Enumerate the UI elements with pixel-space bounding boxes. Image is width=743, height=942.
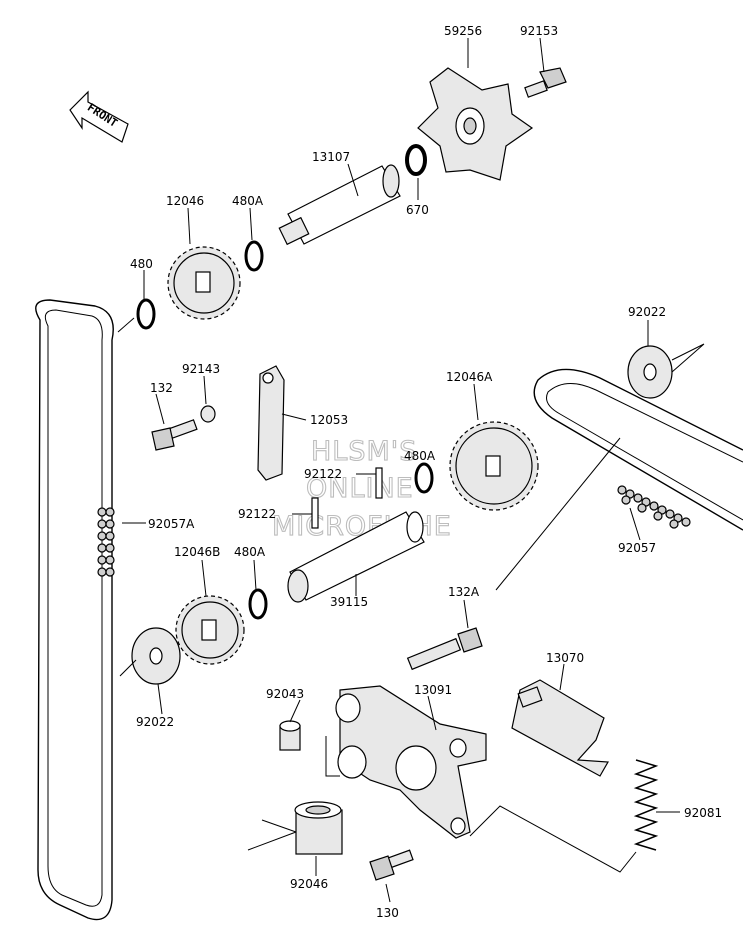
bracket-13091: [335, 685, 487, 839]
label-92153: 92153: [520, 24, 558, 38]
shaft-39115: [287, 511, 425, 603]
label-12046B: 12046B: [174, 545, 220, 559]
label-13107: 13107: [312, 150, 350, 164]
watermark-line-2: ONLINE: [306, 473, 414, 504]
label-92022-bottom: 92022: [136, 715, 174, 729]
label-480A-top: 480A: [232, 194, 264, 208]
chain-link-92057A: [97, 507, 115, 577]
sprocket-12046: [167, 246, 241, 320]
label-92143: 92143: [182, 362, 220, 376]
label-480: 480: [130, 257, 153, 271]
label-92043: 92043: [266, 687, 304, 701]
label-132A: 132A: [448, 585, 480, 599]
label-92122-b: 92122: [238, 507, 276, 521]
shaft-13107: [278, 164, 401, 246]
bolt-92153: [524, 67, 567, 98]
label-92057: 92057: [618, 541, 656, 555]
label-670: 670: [406, 203, 429, 217]
sprocket-12046B: [175, 595, 245, 665]
chain-link-92057: [617, 485, 691, 529]
sprocket-59256: [417, 67, 534, 181]
label-12046: 12046: [166, 194, 204, 208]
label-13091: 13091: [414, 683, 452, 697]
front-arrow: FRONT: [69, 90, 129, 143]
label-130: 130: [376, 906, 399, 920]
washer-92022-bottom: [131, 627, 181, 685]
sprocket-12046A: [449, 421, 539, 511]
tensioner-arm-12053: [257, 365, 285, 481]
label-92046: 92046: [290, 877, 328, 891]
washer-92022-top: [627, 345, 673, 399]
circlip-480A-top: [244, 240, 264, 272]
label-132: 132: [150, 381, 173, 395]
circlip-480A-mid: [414, 462, 434, 494]
label-480A-mid: 480A: [404, 449, 436, 463]
label-92081: 92081: [684, 806, 722, 820]
pin-92122-b: [311, 497, 319, 529]
spring-92081: [633, 759, 659, 851]
collar-92143: [200, 405, 216, 423]
watermark-line-1: HLSM'S: [311, 436, 417, 467]
label-92057A: 92057A: [148, 517, 195, 531]
circlip-480A-low: [248, 588, 268, 620]
bolt-130: [369, 849, 414, 881]
collar-92043: [279, 720, 301, 751]
o-ring-670: [405, 144, 427, 176]
bearing-92046: [294, 801, 343, 855]
label-39115: 39115: [330, 595, 368, 609]
bracket-13070: [511, 679, 609, 777]
label-59256: 59256: [444, 24, 482, 38]
pin-92122-a: [375, 467, 383, 499]
right-chain-loop: [533, 368, 743, 531]
label-12053: 12053: [310, 413, 348, 427]
label-12046A: 12046A: [446, 370, 493, 384]
label-92022-top: 92022: [628, 305, 666, 319]
bolt-132: [151, 419, 198, 451]
leader-lines: [117, 37, 705, 903]
left-chain-loop: [35, 299, 115, 921]
label-13070: 13070: [546, 651, 584, 665]
part-labels: 59256 92153 13107 670 12046 480A 480 920…: [130, 24, 722, 920]
bolt-132A: [406, 627, 483, 671]
label-92122-a: 92122: [304, 467, 342, 481]
circlip-480: [136, 298, 156, 330]
label-480A-low: 480A: [234, 545, 266, 559]
